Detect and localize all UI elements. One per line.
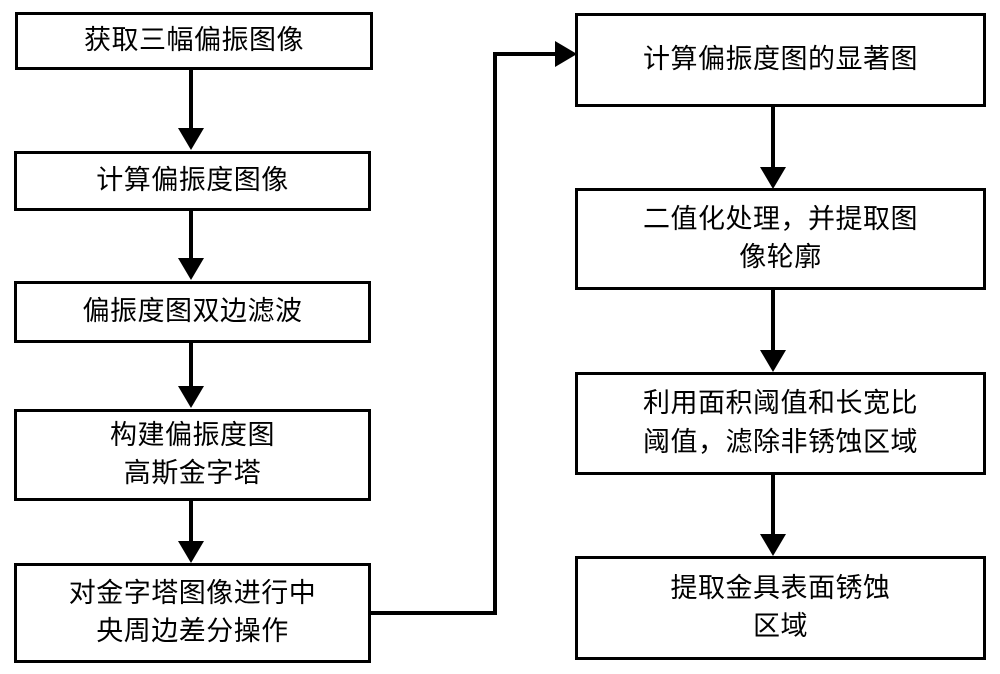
connector-l4-l5-arrowhead xyxy=(178,541,204,563)
flow-node-label: 二值化处理，并提取图 像轮廓 xyxy=(643,203,918,273)
connector-l5-r1-arrowhead xyxy=(555,41,577,67)
connector-l5-r1-segment-horizontal-upper xyxy=(493,52,557,56)
connector-r2-r3-arrowhead xyxy=(760,350,786,372)
flow-node-label: 利用面积阈值和长宽比 阈值，滤除非锈蚀区域 xyxy=(643,388,918,458)
connector-l3-l4-arrowhead xyxy=(178,386,204,408)
connector-r2-r3-line xyxy=(771,290,775,352)
flow-node-compute-saliency-map[interactable]: 计算偏振度图的显著图 xyxy=(575,13,986,107)
connector-l2-l3-line xyxy=(189,211,193,262)
connector-l1-l2-arrowhead xyxy=(178,128,204,150)
flow-node-label: 获取三幅偏振图像 xyxy=(84,24,304,56)
flow-node-acquire-polarization-images[interactable]: 获取三幅偏振图像 xyxy=(15,12,373,70)
connector-l1-l2-line xyxy=(189,70,193,130)
flow-node-build-gaussian-pyramid[interactable]: 构建偏振度图 高斯金字塔 xyxy=(14,409,371,501)
flow-node-extract-corrosion-region[interactable]: 提取金具表面锈蚀 区域 xyxy=(575,556,986,660)
flow-node-bilateral-filter-dop[interactable]: 偏振度图双边滤波 xyxy=(14,281,371,343)
flow-node-label: 计算偏振度图像 xyxy=(96,164,289,196)
flow-node-center-surround-difference[interactable]: 对金字塔图像进行中 央周边差分操作 xyxy=(14,563,371,663)
connector-r1-r2-arrowhead xyxy=(760,167,786,189)
connector-l5-r1-segment-vertical xyxy=(493,52,497,613)
flow-node-binarize-extract-contours[interactable]: 二值化处理，并提取图 像轮廓 xyxy=(575,188,986,290)
connector-r1-r2-line xyxy=(771,107,775,169)
flow-node-label: 提取金具表面锈蚀 区域 xyxy=(670,572,891,642)
connector-r3-r4-line xyxy=(771,475,775,537)
flow-node-label: 计算偏振度图的显著图 xyxy=(643,43,918,75)
flow-node-filter-by-area-aspect-threshold[interactable]: 利用面积阈值和长宽比 阈值，滤除非锈蚀区域 xyxy=(575,372,986,475)
connector-l4-l5-line xyxy=(189,501,193,543)
connector-l2-l3-arrowhead xyxy=(178,258,204,280)
flow-node-label: 构建偏振度图 高斯金字塔 xyxy=(110,419,275,489)
flow-node-label: 偏振度图双边滤波 xyxy=(82,295,303,327)
flow-node-label: 对金字塔图像进行中 央周边差分操作 xyxy=(68,577,317,647)
connector-r3-r4-arrowhead xyxy=(760,534,786,556)
connector-l5-r1-segment-horizontal-lower xyxy=(371,611,497,615)
connector-l3-l4-line xyxy=(189,343,193,388)
flow-node-compute-dop-image[interactable]: 计算偏振度图像 xyxy=(14,151,371,211)
